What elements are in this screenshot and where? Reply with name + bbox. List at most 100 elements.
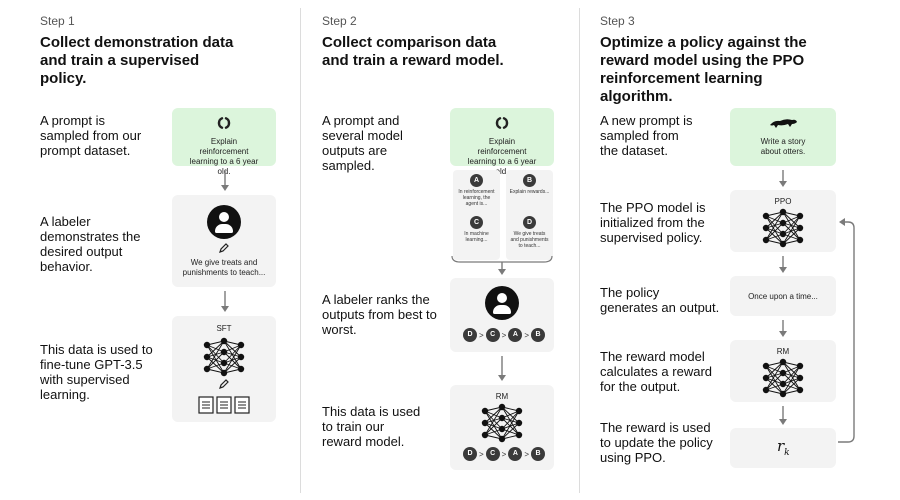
network-node — [762, 374, 770, 382]
step-3-desc-3: The policy generates an output. — [600, 285, 720, 315]
step-2-prompt-box: Explain reinforcement learning to a 6 ye… — [450, 108, 554, 176]
step-3-arrow-4 — [779, 406, 787, 425]
step-1-desc-1: A prompt is sampled from our prompt data… — [40, 113, 142, 158]
network-node — [203, 341, 211, 349]
step-3-desc-5: The reward is used to update the policy … — [600, 420, 713, 465]
candidate-a-text: In reinforcement learning, the agent is.… — [458, 189, 495, 207]
column-divider-2 — [579, 8, 580, 493]
recycle-arrows-icon — [217, 117, 231, 129]
network-node — [796, 362, 804, 370]
pencil-icon — [219, 243, 229, 253]
network-node — [762, 386, 770, 394]
step-1-demo-text: We give treats and punishments to teach.… — [182, 258, 266, 277]
recycle-arrows-icon — [495, 117, 509, 129]
network-node — [515, 407, 523, 415]
step-3-desc-4: The reward model calculates a reward for… — [600, 349, 712, 394]
candidate-b-text: Explain rewards... — [509, 189, 550, 195]
network-node — [515, 431, 523, 439]
sft-label: SFT — [216, 324, 232, 333]
step-1-arrow-1 — [221, 170, 229, 191]
network-node — [237, 365, 245, 373]
network-node — [796, 212, 804, 220]
network-node — [203, 365, 211, 373]
ppo-label: PPO — [774, 197, 792, 206]
rank-item-1: D — [463, 328, 477, 342]
network-node — [515, 419, 523, 427]
step-3-prompt-box: Write a story about otters. — [730, 108, 836, 166]
network-node — [796, 224, 804, 232]
candidate-a-letter: A — [470, 174, 483, 187]
network-node — [762, 236, 770, 244]
labeler-avatar-icon — [207, 205, 241, 239]
step-1-label: Step 1 — [40, 14, 75, 28]
network-node — [796, 236, 804, 244]
candidate-d: D We give treats and punishments to teac… — [506, 212, 553, 260]
candidate-d-letter: D — [523, 216, 536, 229]
labeler-avatar-icon — [485, 286, 519, 320]
network-node — [779, 369, 787, 377]
reward-value: rk — [777, 437, 790, 458]
step-3-reward-box: rk — [730, 428, 836, 468]
step-1-sft-box: SFT — [172, 316, 276, 422]
rank-item-4: B — [531, 447, 546, 461]
network-node — [779, 219, 787, 227]
step-2-rm-box: RM D > C > A > B — [450, 385, 554, 470]
candidate-d-text: We give treats and punishments to teach.… — [510, 231, 549, 249]
rank-item-1: D — [463, 447, 477, 461]
network-node — [237, 353, 245, 361]
network-node — [220, 369, 228, 377]
network-node — [498, 414, 506, 422]
network-node — [779, 208, 787, 216]
rank-item-3: A — [508, 447, 523, 461]
network-node — [498, 425, 506, 433]
step-1-prompt-text: Explain reinforcement learning to a 6 ye… — [189, 137, 259, 176]
network-node — [796, 386, 804, 394]
rank-separator: > — [479, 449, 484, 459]
step-3-ppo-box: PPO — [730, 190, 836, 252]
rank-separator: > — [479, 330, 484, 340]
step-3-arrow-1 — [779, 170, 787, 187]
document-icon — [216, 396, 232, 414]
candidates-bracket-arrow — [451, 255, 553, 275]
rank-item-2: C — [485, 328, 500, 342]
network-node — [220, 348, 228, 356]
otter-icon — [770, 119, 797, 128]
network-node — [498, 435, 506, 443]
rm-label: RM — [776, 347, 790, 356]
feedback-loop-arrow — [838, 218, 855, 443]
step-3-desc-2: The PPO model is initialized from the su… — [600, 200, 706, 245]
ranking-row: D > C > A > B — [463, 447, 546, 461]
step-2-arrow-2 — [498, 356, 506, 381]
rank-separator: > — [501, 330, 507, 340]
network-node — [220, 359, 228, 367]
network-node — [481, 407, 489, 415]
candidate-c: C In machine learning... — [453, 212, 500, 260]
rm-label: RM — [495, 392, 509, 401]
network-node — [779, 230, 787, 238]
network-node — [481, 431, 489, 439]
step-1-arrow-2 — [221, 291, 229, 312]
network-node — [779, 358, 787, 366]
step-1-desc-3: This data is used to fine-tune GPT-3.5 w… — [40, 342, 153, 402]
rank-separator: > — [524, 449, 530, 459]
network-node — [779, 240, 787, 248]
step-3-output-box: Once upon a time... — [730, 276, 836, 316]
step-3-arrow-3 — [779, 320, 787, 337]
network-node — [498, 403, 506, 411]
candidate-c-letter: C — [470, 216, 483, 229]
network-node — [762, 362, 770, 370]
neural-network-icon — [481, 403, 523, 443]
candidate-b: B Explain rewards... — [506, 170, 553, 218]
ranking-row: D > C > A > B — [463, 328, 546, 342]
step-3-output-text: Once upon a time... — [748, 292, 818, 301]
network-node — [762, 212, 770, 220]
reward-subscript: k — [784, 448, 790, 458]
network-node — [779, 390, 787, 398]
document-icon — [234, 396, 250, 414]
network-node — [481, 419, 489, 427]
step-2-label: Step 2 — [322, 14, 357, 28]
pencil-icon — [219, 379, 229, 389]
rank-item-4: B — [531, 328, 546, 342]
neural-network-icon — [762, 358, 804, 398]
step-2-desc-3: This data is used to train our reward mo… — [322, 404, 421, 449]
